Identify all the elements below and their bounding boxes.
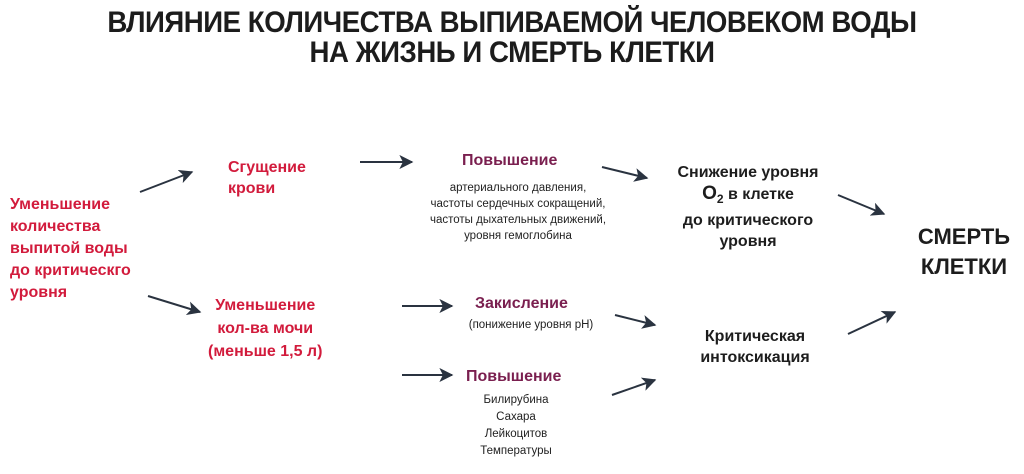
node-reduced-water-intake: Уменьшение количества выпитой воды до кр… [10,194,131,304]
arrow-increase-to-o2 [601,166,649,182]
node-increase-heading-2: Повышение [466,368,562,385]
list-item: Температуры [480,445,552,457]
node-acidification-heading: Закисление [475,295,568,312]
o2-rest: в клетке [723,186,794,203]
node-acidification-note: (понижение уровня рН) [468,319,594,331]
diagram-title-line-1: ВЛИЯНИЕ КОЛИЧЕСТВА ВЫПИВАЕМОЙ ЧЕЛОВЕКОМ … [107,6,917,39]
node-increase-heading-1: Повышение [462,152,558,169]
node-line: крови [228,180,276,197]
node-line: интоксикация [700,349,810,366]
node-o2-decrease: Снижение уровня О2 в клетке до критическ… [668,162,828,252]
node-increase-list-1: артериального давления, частоты сердечны… [408,180,628,244]
list-item: Сахара [496,411,536,423]
list-item: Лейкоцитов [484,428,548,440]
arrow-o2-to-death [837,194,886,216]
node-line: кол-ва мочи [217,320,314,337]
node-line: до критического [682,212,814,229]
node-line: выпитой воды [10,240,128,257]
node-line: О2 в клетке [668,183,828,210]
node-critical-intoxication: Критическая интоксикация [680,326,830,368]
node-reduced-urine: Уменьшение кол-ва мочи (меньше 1,5 л) [208,294,322,363]
node-line: уровня [10,284,68,301]
o2-subscript: 2 [716,192,724,206]
node-cell-death: СМЕРТЬ КЛЕТКИ [916,222,1012,282]
node-line: Уменьшение [215,297,316,314]
node-increase-list-2: Билирубина Сахара Лейкоцитов Температуры [466,392,566,460]
arrow-acidification-to-intoxication [614,314,657,329]
node-line: КЛЕТКИ [920,254,1008,279]
node-line: СМЕРТЬ [917,224,1011,249]
list-item: частоты дыхательных движений, [429,214,607,226]
arrow-increase-to-intoxication [611,377,657,396]
node-line: количества [10,218,101,235]
list-item: артериального давления, [449,182,587,194]
arrow-start-to-thickening [139,169,194,193]
node-line: до критическго [10,262,131,279]
arrow-start-to-urine [147,295,202,315]
node-line: Уменьшение [10,196,111,213]
diagram-title-line-2: НА ЖИЗНЬ И СМЕРТЬ КЛЕТКИ [309,36,715,69]
node-line: Сгущение [228,159,306,176]
list-item: частоты сердечных сокращений, [430,198,606,210]
o2-letter: О [702,183,717,204]
node-line: уровня [719,233,777,250]
arrow-intoxication-to-death [847,311,897,335]
node-line: (меньше 1,5 л) [208,343,323,360]
node-line: Критическая [704,328,806,345]
node-line: Снижение уровня [677,164,819,181]
list-item: Билирубина [483,394,549,406]
node-blood-thickening: Сгущение крови [228,157,306,199]
list-item: уровня гемоглобина [464,230,572,242]
